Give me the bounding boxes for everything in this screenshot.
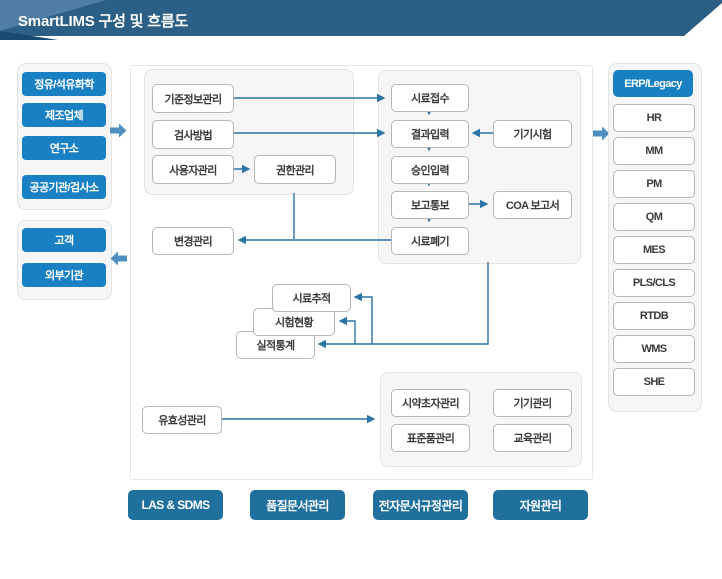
node-approval-entry: 승인입력 <box>391 156 469 184</box>
node-instrument-test: 기기시험 <box>493 120 572 148</box>
industry-item: 정유/석유화학 <box>22 72 106 96</box>
industry-item: 연구소 <box>22 136 106 160</box>
node-test-method: 검사방법 <box>152 120 234 149</box>
page-title: SmartLIMS 구성 및 흐름도 <box>18 13 189 30</box>
page-header: SmartLIMS 구성 및 흐름도 <box>0 0 722 42</box>
resource-group-panel <box>380 372 582 467</box>
module-button-las-sdms: LAS & SDMS <box>128 490 223 520</box>
erp-item-mes: MES <box>613 236 695 264</box>
node-validation-mgmt: 유효성관리 <box>142 406 222 434</box>
erp-item-pm: PM <box>613 170 695 198</box>
erp-item-hr: HR <box>613 104 695 132</box>
node-training-mgmt: 교육관리 <box>493 424 572 452</box>
erp-item-wms: WMS <box>613 335 695 363</box>
header-banner-shape <box>0 0 722 40</box>
node-user-mgmt: 사용자관리 <box>152 155 234 184</box>
node-change-mgmt: 변경관리 <box>152 227 234 255</box>
flow-arrow-left-icon <box>110 251 127 266</box>
node-sample-tracking: 시료추적 <box>272 284 351 312</box>
node-sample-disposal: 시료폐기 <box>391 227 469 255</box>
node-sample-receipt: 시료접수 <box>391 84 469 112</box>
flow-arrow-right-icon <box>593 126 610 141</box>
node-instrument-mgmt: 기기관리 <box>493 389 572 417</box>
external-item: 고객 <box>22 228 106 252</box>
module-button-edoc-rules: 전자문서규정관리 <box>373 490 468 520</box>
node-reagent-mgmt: 시약초자관리 <box>391 389 470 417</box>
module-button-resource: 자원관리 <box>493 490 588 520</box>
node-auth-mgmt: 권한관리 <box>254 155 336 184</box>
node-test-status: 시험현황 <box>253 308 335 336</box>
node-master-info: 기준정보관리 <box>152 84 234 113</box>
industry-item: 공공기관/검사소 <box>22 175 106 199</box>
module-button-quality-docs: 품질문서관리 <box>250 490 345 520</box>
industry-item: 제조업체 <box>22 103 106 127</box>
erp-legacy-header: ERP/Legacy <box>613 70 693 97</box>
erp-item-pls-cls: PLS/CLS <box>613 269 695 297</box>
flow-arrow-right-icon <box>110 123 127 138</box>
erp-item-rtdb: RTDB <box>613 302 695 330</box>
erp-item-she: SHE <box>613 368 695 396</box>
node-standard-mgmt: 표준품관리 <box>391 424 470 452</box>
erp-item-mm: MM <box>613 137 695 165</box>
erp-item-qm: QM <box>613 203 695 231</box>
node-coa-report: COA 보고서 <box>493 191 572 219</box>
external-item: 외부기관 <box>22 263 106 287</box>
node-report-notify: 보고통보 <box>391 191 469 219</box>
node-result-entry: 결과입력 <box>391 120 469 148</box>
